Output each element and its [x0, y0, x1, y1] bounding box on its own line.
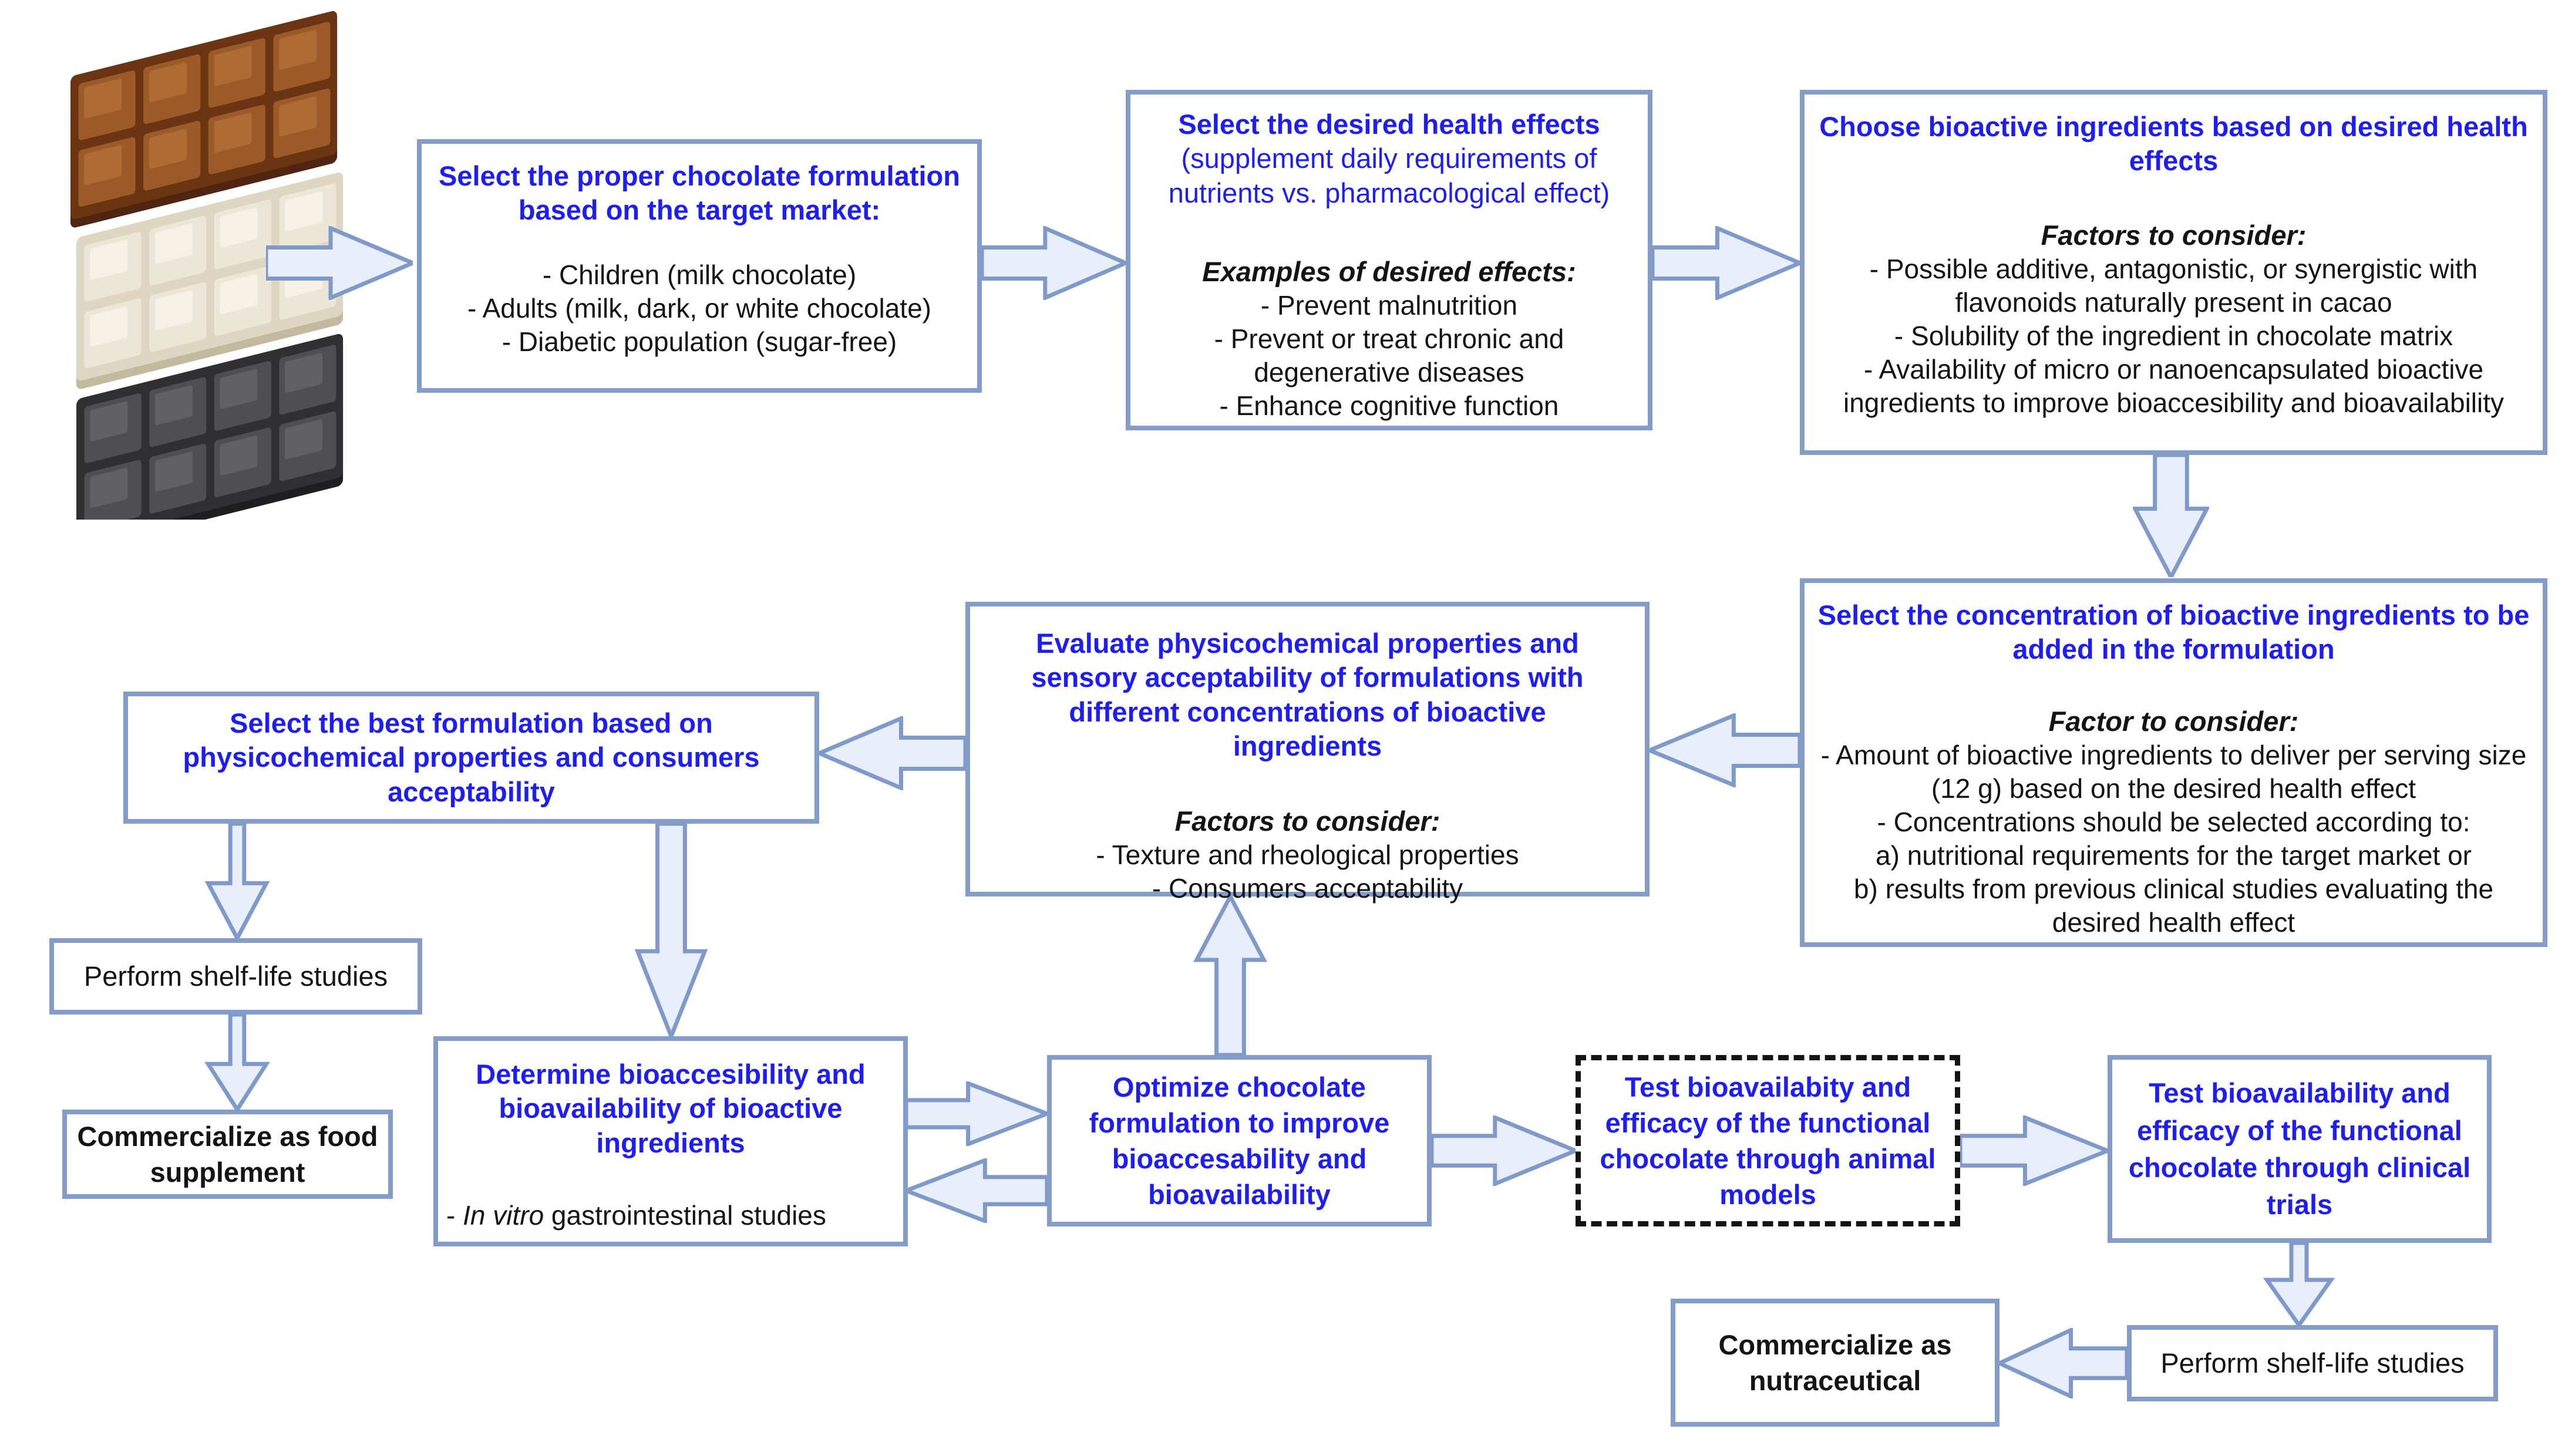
arrow-shelf-life-to-food-supplement [203, 1015, 272, 1110]
list-item: - Children (milk chocolate) [542, 259, 857, 290]
box-subtitle: (supplement daily requirements of nutrie… [1168, 143, 1610, 208]
chocolate-bars-illustration [70, 11, 344, 520]
box-evaluate: Evaluate physicochemical properties and … [965, 602, 1650, 904]
box-title: Select the desired health effects [1178, 109, 1600, 140]
box-commercialize-nutraceutical: Commercialize as nutraceutical [1671, 1299, 2000, 1427]
arrow-target-to-health [982, 226, 1126, 300]
box-title: Select the proper chocolate formulation … [439, 160, 960, 226]
list-item: - Enhance cognitive function [1219, 390, 1559, 422]
box-title: Test bioavailabity and efficacy of the f… [1600, 1071, 1936, 1211]
box-items: - Possible additive, antagonistic, or sy… [1805, 252, 2543, 420]
white-chocolate-bar-icon [76, 172, 344, 389]
box-items: - Texture and rheological properties- Co… [970, 838, 1645, 905]
list-item: - Concentrations should be selected acco… [1877, 806, 2470, 837]
list-item: - Consumers acceptability [1152, 873, 1463, 904]
arrow-optimize-to-determine [906, 1158, 1047, 1223]
box-commercialize-food-supplement: Commercialize as food supplement [62, 1110, 393, 1199]
box-title: Optimize chocolate formulation to improv… [1089, 1071, 1390, 1211]
box-section-label: Factors to consider: [2041, 219, 2307, 251]
box-health-effects: Select the desired health effects (suppl… [1126, 90, 1652, 430]
list-item: - Adults (milk, dark, or white chocolate… [467, 292, 931, 323]
arrow-optimize-to-animal-models [1432, 1115, 1576, 1186]
box-title: Determine bioaccesibility and bioavailab… [476, 1059, 866, 1158]
box-label: Perform shelf-life studies [83, 960, 388, 992]
box-choose-bioactive: Choose bioactive ingredients based on de… [1800, 90, 2547, 455]
box-concentration: Select the concentration of bioactive in… [1800, 578, 2547, 947]
box-title: Evaluate physicochemical properties and … [1031, 628, 1584, 761]
list-item: b) results from previous clinical studie… [1853, 873, 2494, 938]
item-italic-text: In vitro [463, 1199, 544, 1231]
list-item: - Amount of bioactive ingredients to del… [1820, 739, 2527, 804]
arrow-animal-models-to-clinical [1960, 1115, 2108, 1186]
arrow-best-to-shelf-life [203, 824, 272, 938]
arrow-best-to-determine [633, 824, 709, 1036]
box-section-label: Factors to consider: [1174, 805, 1440, 837]
list-item: - Prevent malnutrition [1260, 290, 1518, 321]
milk-chocolate-bar-icon [70, 11, 338, 228]
list-item: - Possible additive, antagonistic, or sy… [1869, 253, 2478, 318]
arrow-concentration-to-evaluate [1650, 713, 1800, 787]
arrow-bars-to-target-market [266, 226, 413, 300]
arrow-optimize-to-evaluate [1192, 896, 1268, 1055]
list-item: - Diabetic population (sugar-free) [501, 326, 897, 357]
arrow-clinical-to-shelf-life [2261, 1243, 2337, 1325]
box-item-in-vitro: - In vitro gastrointestinal studies [438, 1199, 903, 1232]
arrow-determine-to-optimize [906, 1081, 1047, 1146]
list-item: - Availability of micro or nanoencapsula… [1843, 353, 2505, 418]
list-item: - Solubility of the ingredient in chocol… [1894, 320, 2453, 351]
box-shelf-life-right: Perform shelf-life studies [2127, 1325, 2498, 1401]
list-item: a) nutritional requirements for the targ… [1875, 840, 2472, 871]
list-item: - Texture and rheological properties [1096, 840, 1519, 871]
box-title: Select the best formulation based on phy… [183, 707, 760, 807]
item-dash: - [446, 1199, 463, 1231]
box-best-formulation: Select the best formulation based on phy… [123, 692, 819, 824]
box-items: - Amount of bioactive ingredients to del… [1805, 739, 2543, 939]
arrow-choose-to-concentration [2133, 455, 2209, 577]
box-target-market: Select the proper chocolate formulation … [417, 139, 982, 393]
box-items: - Children (milk chocolate)- Adults (mil… [422, 258, 977, 359]
box-label: Commercialize as food supplement [77, 1120, 378, 1188]
arrow-health-to-choose [1652, 226, 1800, 300]
box-title: Choose bioactive ingredients based on de… [1819, 111, 2528, 177]
box-optimize: Optimize chocolate formulation to improv… [1047, 1055, 1432, 1226]
box-section-label: Factor to consider: [2048, 705, 2299, 737]
item-rest-text: gastrointestinal studies [544, 1199, 826, 1231]
box-section-label: Examples of desired effects: [1202, 255, 1576, 287]
box-label: Commercialize as nutraceutical [1718, 1329, 1952, 1396]
box-test-animal-models: Test bioavailabity and efficacy of the f… [1576, 1055, 1960, 1226]
box-title: Select the concentration of bioactive in… [1817, 599, 2530, 665]
dark-chocolate-bar-icon [76, 333, 344, 520]
box-title: Test bioavailability and efficacy of the… [2128, 1077, 2471, 1221]
arrow-shelf-life-to-nutraceutical [2000, 1328, 2127, 1398]
box-label: Perform shelf-life studies [2160, 1347, 2465, 1379]
arrow-evaluate-to-best [819, 716, 965, 790]
list-item: - Prevent or treat chronic and degenerat… [1214, 323, 1564, 388]
box-items: - Prevent malnutrition- Prevent or treat… [1130, 289, 1648, 423]
box-shelf-life-left: Perform shelf-life studies [49, 938, 422, 1015]
box-test-clinical-trials: Test bioavailability and efficacy of the… [2108, 1055, 2492, 1243]
box-determine: Determine bioaccesibility and bioavailab… [433, 1036, 908, 1246]
